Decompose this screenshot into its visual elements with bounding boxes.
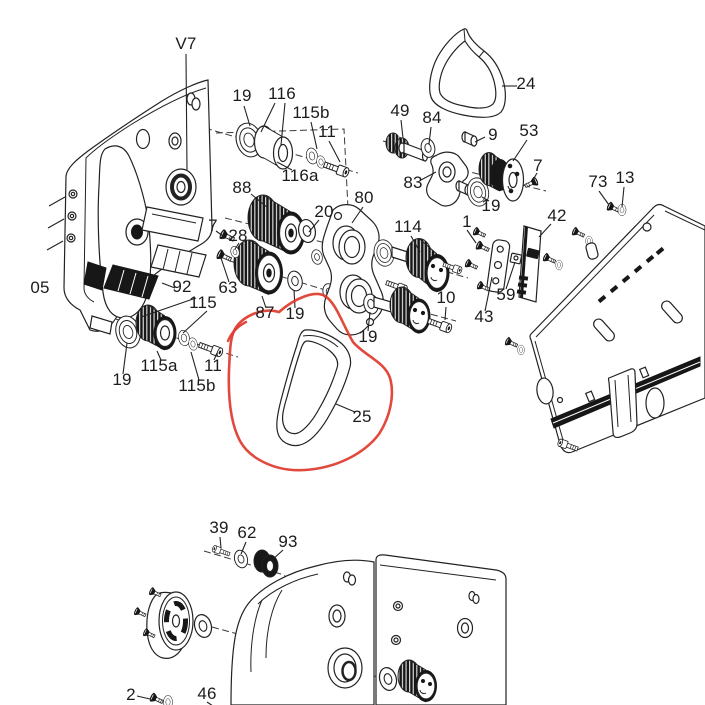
pcb-42	[516, 225, 542, 303]
bearing-group-top	[231, 119, 351, 179]
bracket-43	[486, 239, 511, 293]
belt-24	[429, 28, 506, 118]
housing-v7	[63, 79, 213, 335]
nut-59	[509, 252, 523, 265]
pulley-114	[371, 237, 491, 295]
motor-cover	[132, 586, 215, 705]
leader-lines	[46, 53, 625, 705]
cover-plate	[529, 203, 705, 454]
pulley-lower	[373, 286, 454, 334]
gear-cluster-49-53	[385, 131, 540, 209]
pulley-87	[233, 239, 283, 295]
red-circle-annotation	[226, 292, 394, 472]
bottom-housing-46	[230, 554, 507, 705]
mount-pads-92	[103, 206, 207, 300]
pulley-88	[247, 194, 305, 255]
bracket-80	[321, 204, 384, 336]
bottom-washer-pulley	[376, 659, 437, 703]
assembly-115	[111, 304, 225, 358]
group-39-62-93	[211, 544, 279, 578]
belt-25	[276, 329, 352, 447]
